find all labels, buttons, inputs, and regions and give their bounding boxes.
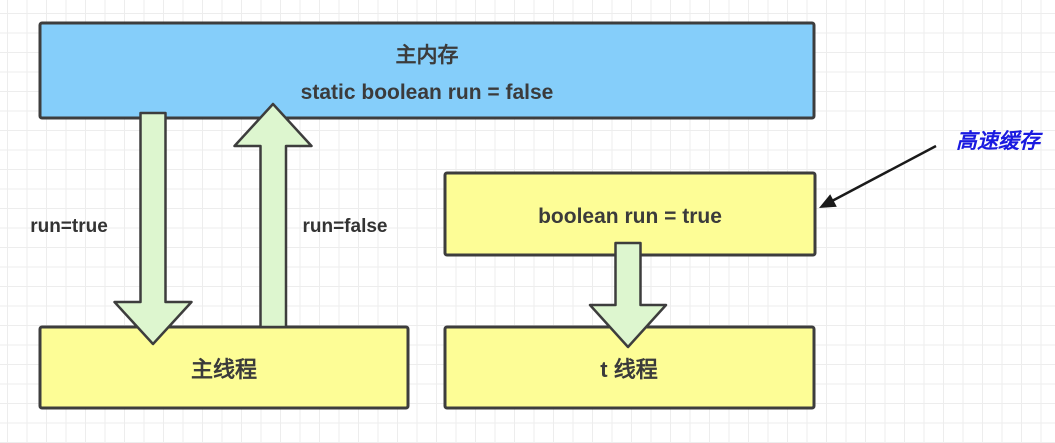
t-thread-box: t 线程: [443, 325, 816, 410]
read-arrow-label: run=true: [30, 216, 108, 237]
read-arrow-down-icon: [113, 111, 193, 346]
cache-arrow-down-icon: [588, 241, 668, 349]
main-memory-title: 主内存: [396, 43, 459, 67]
main-thread-label: 主线程: [191, 357, 257, 382]
cache-label: boolean run = true: [538, 205, 722, 228]
t-thread-label: t 线程: [600, 357, 657, 382]
write-arrow-up-icon: [233, 102, 313, 329]
main-memory-subtitle: static boolean run = false: [301, 81, 554, 104]
cache-box: boolean run = true: [443, 171, 817, 257]
cache-annotation-arrow-icon: [819, 144, 937, 208]
main-memory-box: 主内存 static boolean run = false: [38, 21, 816, 120]
cache-annotation-label: 高速缓存: [956, 129, 1043, 153]
main-memory-rect: [38, 21, 816, 120]
write-arrow-label: run=false: [302, 216, 387, 237]
main-thread-rect: [38, 325, 410, 410]
main-thread-box: 主线程: [38, 325, 410, 410]
